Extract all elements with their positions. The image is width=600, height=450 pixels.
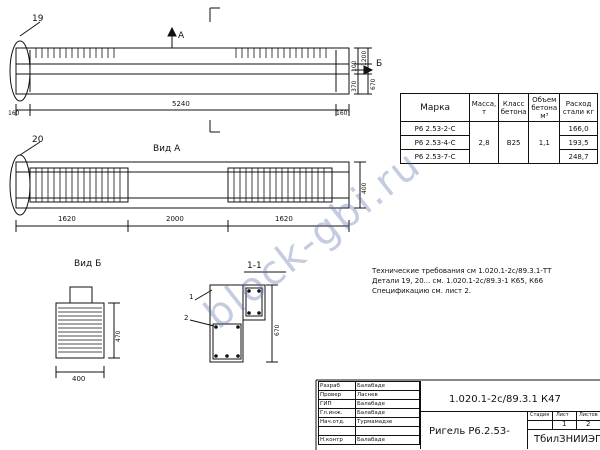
spec-mass: 2,8 [469,121,499,164]
role-cell: Нач.отд. [318,417,356,427]
spec-row-mark: Р6 2.53-4-С [399,135,471,150]
sheets-header: Листов [579,412,598,418]
sheets-total: 2 [586,420,591,428]
spec-row-mark: Р6 2.53-7-С [399,149,471,164]
spec-volume: 1,1 [528,121,561,164]
section-1-1-title: 1-1 [247,261,262,271]
beam-elevation [9,7,374,133]
role-cell: ГИП [318,399,356,409]
spec-row-steel: 166,0 [559,121,598,136]
dim-160-left: 160 [8,110,20,117]
callout-19: 19 [32,14,44,24]
note-line-3: Спецификацию см. лист 2. [372,287,472,295]
spec-header-mass: Масса, т [469,93,499,122]
stage-grid: Стадия Лист Листов 1 2 ТбилЗНИИЭП [527,411,600,449]
stage-grid-header-row [528,411,600,421]
spec-row-steel: 248,7 [559,149,598,164]
spec-row-mark: Р6 2.53-2-С [399,121,471,136]
section-mark-a: A [178,31,185,41]
sheet-header: Лист [556,412,569,418]
dim-1200: 1200 [361,50,368,66]
item-name: Ригель Р6.2.53- [429,426,510,437]
title-block-main: 1.020.1-2с/89.3.1 К47 Ригель Р6.2.53- Ст… [420,381,600,449]
section-label-2: 2 [184,314,189,322]
view-a-title: Вид А [153,144,181,154]
spec-row: Р6 2.53-2-С 2,8 В25 1,1 166,0 [399,121,598,164]
document-code: 1.020.1-2с/89.3.1 К47 [449,394,561,405]
dim-370: 370 [351,80,358,92]
spec-header-volume: Объем бетона м³ [528,93,561,122]
spec-header-steel: Расход стали кг [559,93,598,122]
view-b-title: Вид Б [74,259,102,269]
spec-row-steel: 193,5 [559,135,598,150]
dim-5240: 5240 [172,100,190,108]
dim-100: 100 [351,60,358,72]
name-cell: Балабаде [355,399,420,409]
spec-row: Р6 2.53-4-С 193,5 [399,135,598,150]
name-cell: Ласнев [355,390,420,400]
spec-row: Р6 2.53-7-С 248,7 [399,149,598,164]
dim-670-section: 670 [274,324,281,336]
role-cell: Провер [318,390,356,400]
stage-grid-col-2 [576,411,577,429]
dim-470: 470 [115,330,122,342]
dim-160-right: 160 [336,110,348,117]
spec-concrete-class: В25 [497,121,530,164]
dim-1620-right: 1620 [275,215,293,223]
callout-20: 20 [32,135,44,145]
name-cell [355,426,420,436]
dim-400-bottom: 400 [72,375,86,383]
section-label-1: 1 [189,293,194,301]
title-block-divider [421,411,600,412]
name-cell: Турмамадзе [355,417,420,427]
name-cell: Балабаде [355,408,420,418]
name-cell: Балабаде [355,435,420,445]
spec-table: Марка Масса, т Класс бетона Объем бетона… [399,93,598,164]
name-cell: Балабаде [355,381,420,391]
spec-header-mark: Марка [399,93,471,122]
stage-grid-col-1 [552,411,553,429]
section-mark-b: Б [376,59,383,69]
section-1-1 [189,271,286,363]
organization-name: ТбилЗНИИЭП [534,434,600,445]
stage-grid-value-row [528,420,600,430]
role-cell [318,426,356,436]
role-cell: Н.контр [318,435,356,445]
view-a-plan [9,141,366,232]
spec-header-concrete-class: Класс бетона [497,93,530,122]
note-line-1: Технические требования см 1.020.1-2с/89.… [372,267,552,275]
role-cell: Разраб [318,381,356,391]
sheet-number: 1 [562,420,567,428]
role-cell: Гл.инж. [318,408,356,418]
technical-notes: Технические требования см 1.020.1-2с/89.… [372,268,551,295]
note-line-2: Детали 19, 20... см. 1.020.1-2с/89.3-1 К… [372,277,544,285]
dim-2000: 2000 [166,215,184,223]
view-b [55,286,120,378]
dim-670-top: 670 [370,78,377,90]
stage-header: Стадия [530,412,550,418]
dim-1620-left: 1620 [58,215,76,223]
